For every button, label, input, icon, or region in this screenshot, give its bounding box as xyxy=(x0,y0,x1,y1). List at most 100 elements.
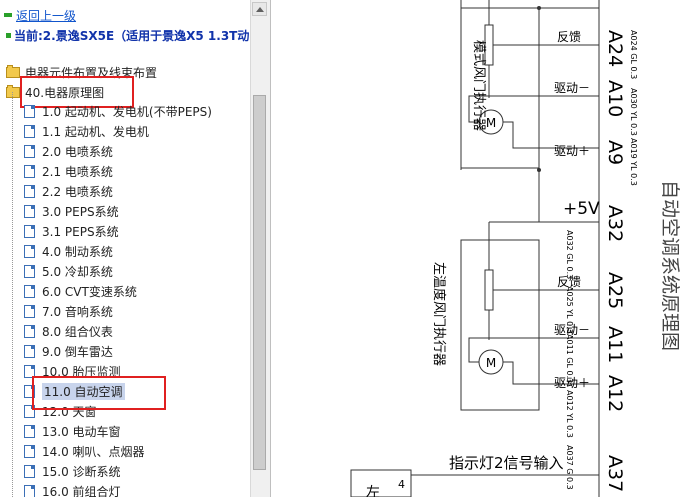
back-arrow-icon xyxy=(4,13,12,17)
tree-item-label: 11.0 自动空调 xyxy=(42,382,125,400)
document-icon xyxy=(24,164,35,178)
wire-code: A025 YL 0.3 xyxy=(565,286,574,334)
tree-item[interactable]: 7.0 音响系统 xyxy=(24,301,113,321)
signal-label: 驱动＋ xyxy=(554,376,590,390)
tree-item[interactable]: 4.0 制动系统 xyxy=(24,241,113,261)
tree-item-label: 4.0 制动系统 xyxy=(42,244,113,259)
indicator-label: 指示灯2信号输入 xyxy=(449,454,564,472)
wire-code: A032 GL 0.3 xyxy=(565,230,574,279)
tree-item-label: 7.0 音响系统 xyxy=(42,304,113,319)
actuator-1-box xyxy=(460,7,540,169)
signal-label: 反馈 xyxy=(557,30,581,44)
tree-item[interactable]: 13.0 电动车窗 xyxy=(24,421,121,441)
wire-code: A012 YL 0.3 xyxy=(565,390,574,438)
current-label: 当前:2.景逸SX5E（适用于景逸X5 1.3T动 xyxy=(14,28,250,43)
back-link[interactable]: 返回上一级 xyxy=(2,6,76,24)
pin-label: A24 xyxy=(604,30,626,67)
tree-item-label: 8.0 组合仪表 xyxy=(42,324,113,339)
tree-item[interactable]: 2.2 电喷系统 xyxy=(24,181,113,201)
signal-label: 驱动＋ xyxy=(554,144,590,158)
tree-item[interactable]: 2.1 电喷系统 xyxy=(24,161,113,181)
pin-label: A10 xyxy=(604,80,626,117)
tree-item-label: 6.0 CVT变速系统 xyxy=(42,284,137,299)
wiring-diagram: M 模式风门执行器 反馈 驱动－ 驱动＋ +5V M 左温度风门执行器 反 xyxy=(350,0,681,501)
tree-item-label: 15.0 诊断系统 xyxy=(42,464,121,479)
tree-item[interactable]: 16.0 前组合灯 xyxy=(24,481,121,497)
document-icon xyxy=(24,264,35,278)
pin-label: A32 xyxy=(604,205,626,242)
tree-item-selected[interactable]: 11.0 自动空调 xyxy=(24,381,125,401)
tree-item[interactable]: 3.1 PEPS系统 xyxy=(24,221,119,241)
tree-item-label: 2.1 电喷系统 xyxy=(42,164,113,179)
document-icon xyxy=(24,344,35,358)
document-icon xyxy=(24,184,35,198)
actuator-1-label: 模式风门执行器 xyxy=(471,40,486,131)
tree-item[interactable]: 14.0 喇叭、点烟器 xyxy=(24,441,145,461)
signal-label: +5V xyxy=(563,199,600,219)
motor-label: M xyxy=(486,116,496,130)
document-icon xyxy=(24,284,35,298)
actuator-2-label: 左温度风门执行器 xyxy=(431,262,447,366)
wire-code: A037 G 0.3 xyxy=(565,445,574,490)
tree-item-label: 10.0 胎压监测 xyxy=(42,364,121,379)
tree-item-label: 2.0 电喷系统 xyxy=(42,144,113,159)
tree-item-label: 2.2 电喷系统 xyxy=(42,184,113,199)
tree-item[interactable]: 2.0 电喷系统 xyxy=(24,141,113,161)
actuator-2-box xyxy=(460,239,540,411)
scrollbar-thumb[interactable] xyxy=(253,95,266,470)
pin-label: A12 xyxy=(604,375,626,412)
tree-item-label: 3.0 PEPS系统 xyxy=(42,204,119,219)
tree-item[interactable]: 1.0 起动机、发电机(不带PEPS) xyxy=(24,101,212,121)
diagram-title: 自动空调系统原理图 xyxy=(659,180,681,351)
tree-item[interactable]: 9.0 倒车雷达 xyxy=(24,341,113,361)
document-icon xyxy=(24,364,35,378)
document-icon xyxy=(24,144,35,158)
tree-item-label: 1.1 起动机、发电机 xyxy=(42,124,149,139)
current-path: 当前:2.景逸SX5E（适用于景逸X5 1.3T动 xyxy=(6,26,249,44)
document-icon xyxy=(24,424,35,438)
highlight-box-item xyxy=(32,376,166,410)
document-icon xyxy=(24,304,35,318)
highlight-box-folder xyxy=(20,76,134,108)
tree-item-label: 5.0 冷却系统 xyxy=(42,264,113,279)
wire-code: A030 YL 0.3 xyxy=(629,88,638,136)
tree-item[interactable]: 5.0 冷却系统 xyxy=(24,261,113,281)
tree-item-label: 9.0 倒车雷达 xyxy=(42,344,113,359)
current-icon xyxy=(6,32,11,38)
bottom-pin: 4 xyxy=(398,478,405,491)
tree-item[interactable]: 6.0 CVT变速系统 xyxy=(24,281,137,301)
wire-code: A011 GL 0.3 xyxy=(565,334,574,383)
document-icon xyxy=(24,324,35,338)
folder-open-icon xyxy=(6,84,20,98)
wire-code: A024 GL 0.3 xyxy=(629,30,638,79)
tree-item-label: 13.0 电动车窗 xyxy=(42,424,121,439)
tree-item-label: 3.1 PEPS系统 xyxy=(42,224,119,239)
tree-item-label: 1.0 起动机、发电机(不带PEPS) xyxy=(42,104,212,119)
tree-item[interactable]: 15.0 诊断系统 xyxy=(24,461,121,481)
diagram-viewer: M 模式风门执行器 反馈 驱动－ 驱动＋ +5V M 左温度风门执行器 反 xyxy=(271,0,685,501)
document-icon xyxy=(24,444,35,458)
document-icon xyxy=(24,244,35,258)
bottom-text: 左 xyxy=(366,485,380,497)
tree-item[interactable]: 10.0 胎压监测 xyxy=(24,361,121,381)
document-icon xyxy=(24,484,35,497)
pin-label: A25 xyxy=(604,272,626,309)
scroll-up-arrow-icon[interactable] xyxy=(252,2,267,16)
signal-label: 驱动－ xyxy=(554,323,590,337)
tree-item[interactable]: 8.0 组合仪表 xyxy=(24,321,113,341)
tree-item[interactable]: 3.0 PEPS系统 xyxy=(24,201,119,221)
folder-label: 40.电器原理图 xyxy=(25,85,105,100)
document-icon xyxy=(24,104,35,118)
motor-label: M xyxy=(486,356,496,370)
document-icon xyxy=(24,224,35,238)
wire-code: A019 YL 0.3 xyxy=(629,138,638,186)
pin-label: A37 xyxy=(604,455,626,492)
document-icon xyxy=(24,464,35,478)
pin-label: A11 xyxy=(604,326,626,363)
document-icon xyxy=(24,204,35,218)
tree-guide-line xyxy=(12,92,13,497)
folder-icon xyxy=(6,64,20,78)
tree-folder-2[interactable]: 40.电器原理图 xyxy=(6,82,104,102)
tree-item[interactable]: 1.1 起动机、发电机 xyxy=(24,121,149,141)
signal-label: 驱动－ xyxy=(554,81,590,95)
